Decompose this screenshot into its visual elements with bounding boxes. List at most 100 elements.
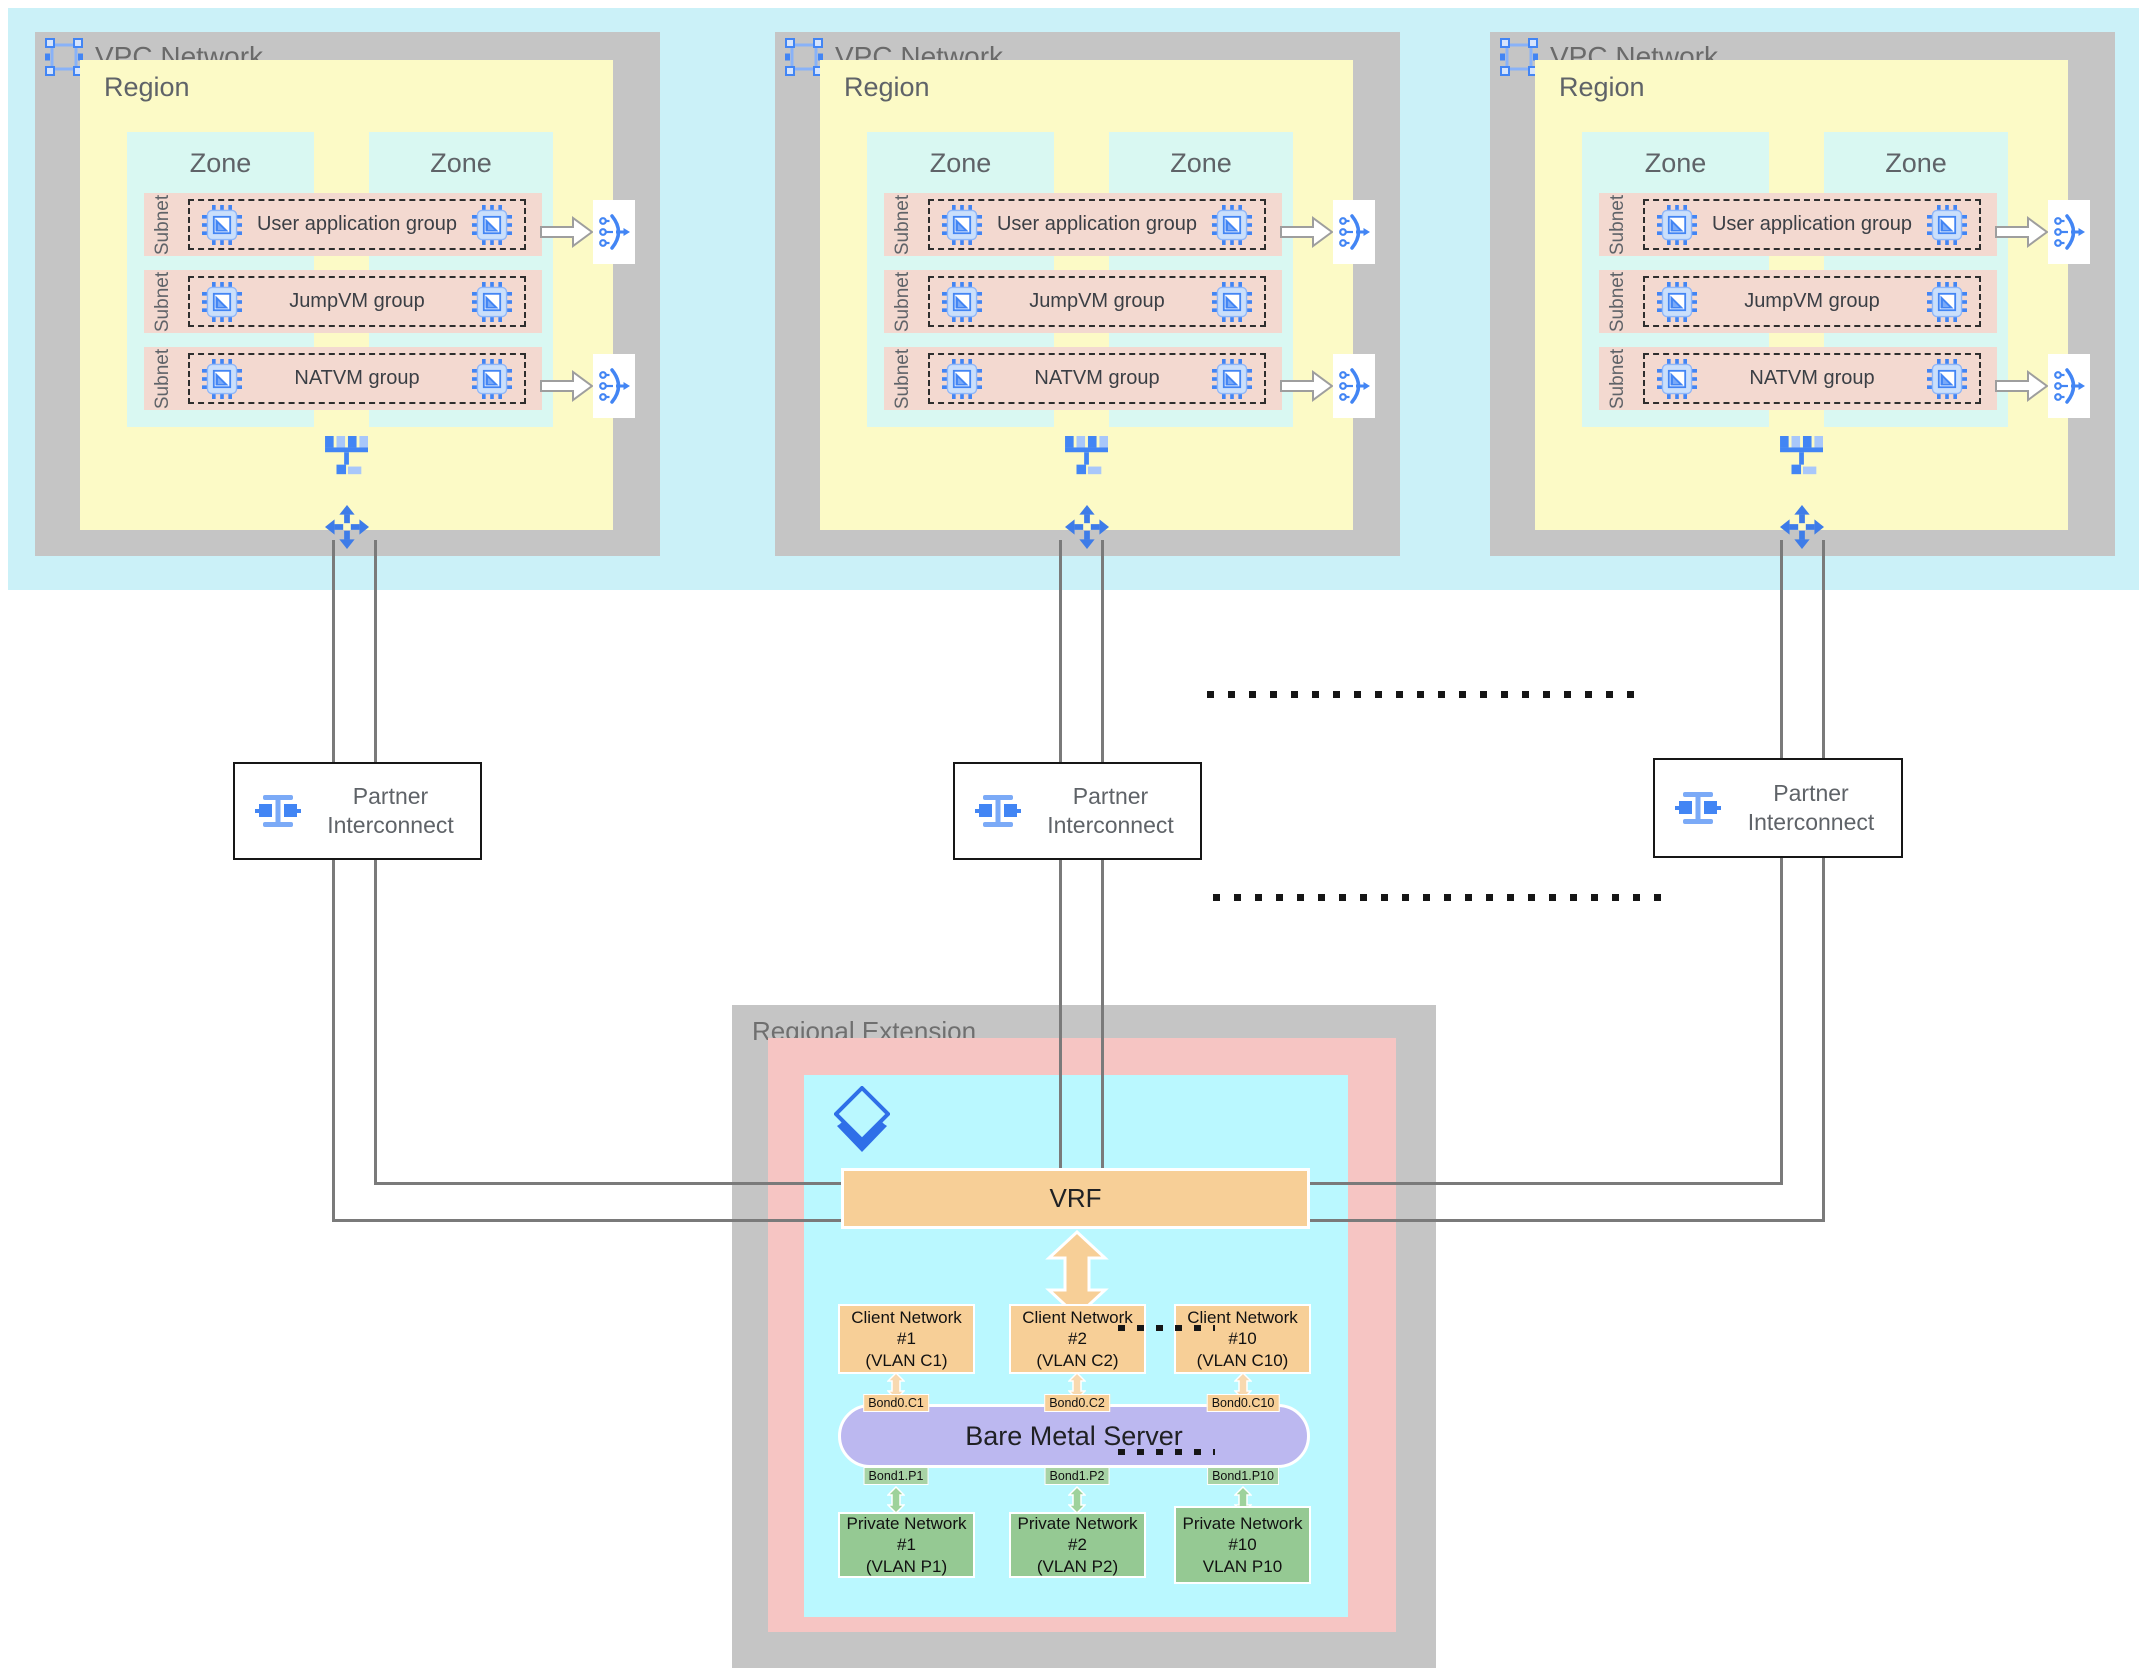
load-balancer-box (1333, 200, 1375, 264)
egress-arrow (1280, 370, 1334, 402)
private-network-vlan: (VLAN P2) (1036, 1556, 1119, 1576)
region-label: Region (844, 72, 930, 102)
bond-interface-label: Bond0.C1 (863, 1394, 929, 1412)
partner-interconnect-icon (255, 788, 301, 834)
instance-group-box: User application group (928, 199, 1266, 250)
group-label: User application group (256, 213, 458, 235)
pi-line1: Partner (1773, 780, 1849, 807)
pi-line1: Partner (1072, 783, 1149, 810)
subnet-label: Subnet (892, 271, 913, 332)
bond-interface-label: Bond0.C2 (1044, 1394, 1110, 1412)
client-network-box: Client Network #10 (VLAN C10) (1174, 1304, 1311, 1374)
vpc-network-icon (1500, 38, 1538, 76)
pi-line1: Partner (352, 783, 429, 810)
group-label: NATVM group (1034, 367, 1160, 389)
connector-line (332, 1219, 841, 1222)
subnet-row: Subnet JumpVM group (144, 270, 542, 333)
load-balancer-box (593, 354, 635, 418)
vm-instance-icon (1212, 281, 1252, 322)
load-balancer-box (2048, 200, 2090, 264)
private-network-name: Private Network #2 (1017, 1514, 1138, 1555)
partner-interconnect-box: Partner Interconnect (953, 762, 1202, 860)
vm-instance-icon (1212, 204, 1252, 245)
bare-metal-label: Bare Metal Server (965, 1420, 1183, 1451)
instance-group-box: NATVM group (188, 353, 526, 404)
connector-line (1780, 858, 1783, 1185)
private-network-vlan: VLAN P10 (1202, 1556, 1283, 1576)
client-network-box: Client Network #2 (VLAN C2) (1009, 1304, 1146, 1374)
connector-line (374, 860, 377, 1185)
private-network-box: Private Network #2 (VLAN P2) (1009, 1512, 1146, 1578)
network-topology-icon (324, 436, 370, 478)
partner-interconnect-box: Partner Interconnect (1653, 758, 1903, 858)
zone-label: Zone (1644, 148, 1707, 178)
vm-instance-icon (202, 281, 242, 322)
subnet-row: Subnet User application group (884, 193, 1282, 256)
load-balancer-icon (1337, 366, 1371, 406)
continuation-dots (1118, 1449, 1215, 1455)
zone-label: Zone (1170, 148, 1232, 178)
subnet-row: Subnet NATVM group (884, 347, 1282, 410)
load-balancer-icon (2052, 366, 2086, 406)
connector-line (374, 1182, 841, 1185)
vm-instance-icon (942, 281, 982, 322)
client-network-name: Client Network #10 (1187, 1308, 1298, 1349)
connector-line (1101, 860, 1104, 1168)
connector-line (332, 860, 335, 1222)
group-label: User application group (996, 213, 1198, 235)
subnet-label: Subnet (1607, 194, 1628, 255)
private-network-box: Private Network #10 VLAN P10 (1174, 1506, 1311, 1584)
connector-line (1310, 1219, 1825, 1222)
bond-interface-label: Bond1.P1 (863, 1467, 929, 1485)
subnet-label: Subnet (892, 194, 913, 255)
region-box: Region Zone Zone Subnet User application… (820, 60, 1353, 530)
instance-group-box: NATVM group (1643, 353, 1981, 404)
partner-interconnect-label: Partner Interconnect (301, 782, 480, 840)
subnet-row: Subnet User application group (144, 193, 542, 256)
pi-line2: Interconnect (327, 812, 454, 838)
client-network-vlan: (VLAN C1) (865, 1350, 948, 1370)
continuation-dots (1118, 1325, 1215, 1331)
instance-group-box: JumpVM group (928, 276, 1266, 327)
layers-icon (834, 1086, 890, 1154)
instance-group-box: JumpVM group (1643, 276, 1981, 327)
load-balancer-box (2048, 354, 2090, 418)
vpc-network-icon (785, 38, 823, 76)
partner-interconnect-icon (1675, 785, 1721, 831)
pi-line2: Interconnect (1747, 809, 1875, 835)
connector-line (1822, 540, 1825, 758)
network-topology-icon (1064, 436, 1110, 478)
load-balancer-box (593, 200, 635, 264)
client-network-box: Client Network #1 (VLAN C1) (838, 1304, 975, 1374)
bond-interface-label: Bond1.P10 (1207, 1467, 1279, 1485)
egress-arrow (540, 370, 594, 402)
egress-arrow (1995, 216, 2049, 248)
region-box: Region Zone Zone Subnet User application… (1535, 60, 2068, 530)
subnet-row: Subnet User application group (1599, 193, 1997, 256)
group-label: JumpVM group (1029, 290, 1165, 312)
connector-line (1101, 540, 1104, 762)
vm-instance-icon (1657, 204, 1697, 245)
group-label: NATVM group (1749, 367, 1875, 389)
client-network-vlan: (VLAN C10) (1196, 1350, 1289, 1370)
vm-instance-icon (472, 281, 512, 322)
network-topology-icon (1779, 436, 1825, 478)
vm-instance-icon (202, 358, 242, 399)
group-label: NATVM group (294, 367, 420, 389)
partner-interconnect-label: Partner Interconnect (1021, 782, 1200, 840)
instance-group-box: JumpVM group (188, 276, 526, 327)
load-balancer-icon (1337, 212, 1371, 252)
vrf-label: VRF (1049, 1183, 1102, 1213)
subnet-row: Subnet JumpVM group (1599, 270, 1997, 333)
bond-interface-label: Bond0.C10 (1206, 1394, 1280, 1412)
vrf-bar: VRF (841, 1168, 1310, 1229)
vpc-network-block: VPC Network Region Zone Zone Subnet User… (35, 32, 660, 556)
vm-instance-icon (942, 358, 982, 399)
partner-interconnect-label: Partner Interconnect (1721, 779, 1901, 837)
subnet-label: Subnet (152, 348, 173, 409)
bond-interface-label: Bond1.P2 (1044, 1467, 1110, 1485)
connector-line (1059, 540, 1062, 762)
connector-line (332, 540, 335, 762)
connector-line (1780, 540, 1783, 758)
subnet-label: Subnet (152, 271, 173, 332)
